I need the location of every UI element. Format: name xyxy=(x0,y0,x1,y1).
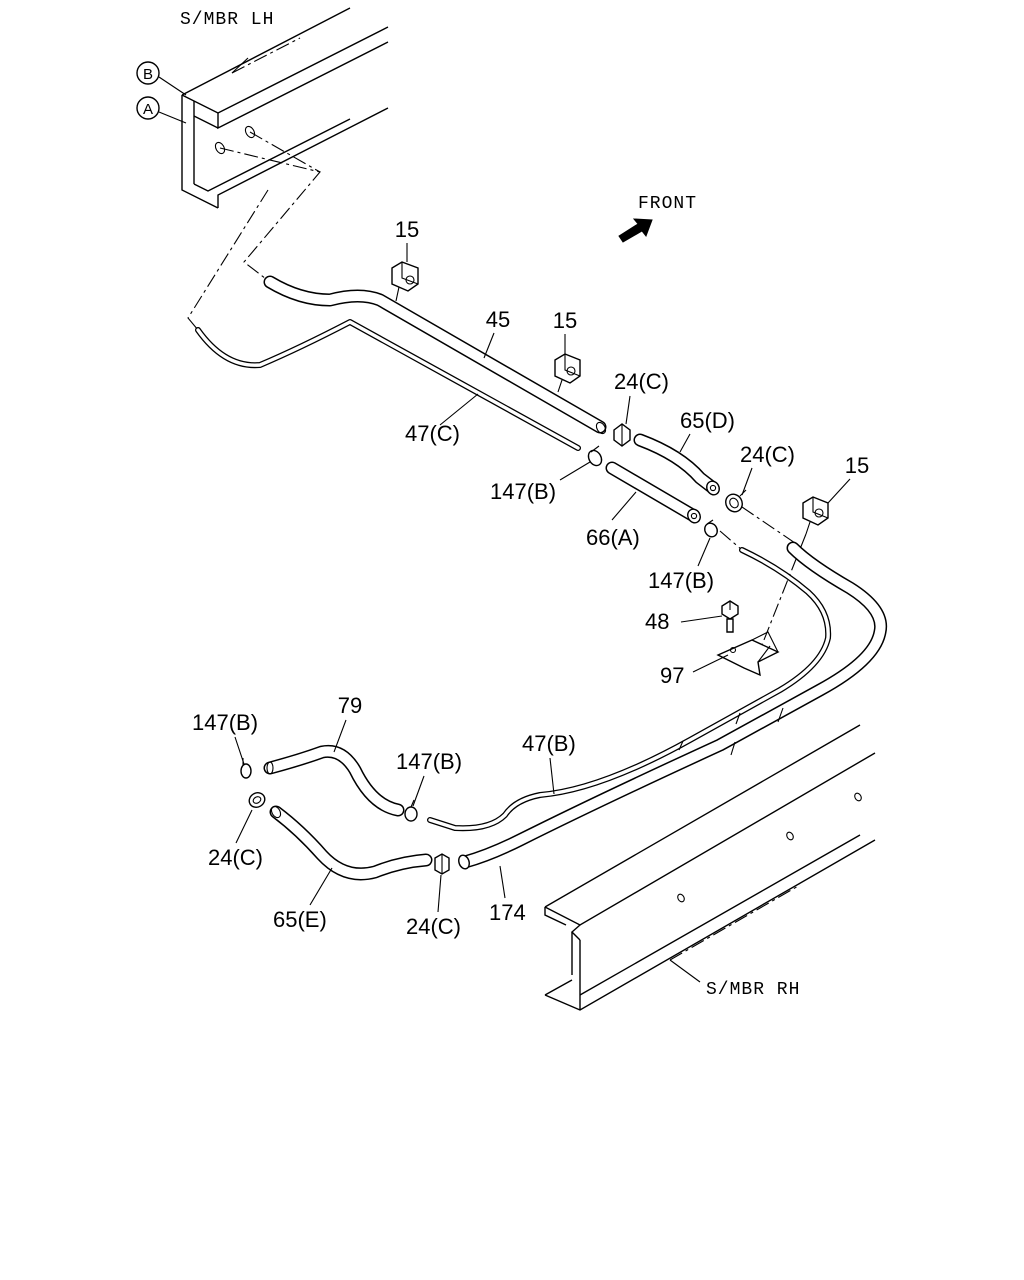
clamp-147b-a xyxy=(587,445,603,467)
svg-text:79: 79 xyxy=(338,693,362,718)
callout-147b-c: 147(B) xyxy=(192,710,258,765)
svg-text:97: 97 xyxy=(660,663,684,688)
svg-text:48: 48 xyxy=(645,609,669,634)
svg-text:24(C): 24(C) xyxy=(614,369,669,394)
front-label: FRONT xyxy=(638,194,697,214)
svg-text:47(C): 47(C) xyxy=(405,421,460,446)
svg-text:174: 174 xyxy=(489,900,526,925)
callout-47c: 47(C) xyxy=(405,393,479,446)
member-left-label: S/MBR LH xyxy=(180,10,274,30)
callout-47b: 47(B) xyxy=(522,731,576,795)
callout-65d: 65(D) xyxy=(679,408,735,453)
clip-15-a xyxy=(391,261,419,302)
callout-48: 48 xyxy=(645,609,723,634)
bracket-97 xyxy=(716,631,780,677)
svg-text:15: 15 xyxy=(395,217,419,242)
svg-text:65(D): 65(D) xyxy=(680,408,735,433)
routing-line-upper xyxy=(219,147,321,283)
svg-text:24(C): 24(C) xyxy=(406,914,461,939)
clip-15-b xyxy=(554,353,581,393)
callout-15-a: 15 xyxy=(395,217,419,262)
clamp-24c-c xyxy=(248,792,266,808)
callout-65e: 65(E) xyxy=(273,867,333,932)
svg-text:47(B): 47(B) xyxy=(522,731,576,756)
pipe-47b xyxy=(427,547,832,832)
svg-text:15: 15 xyxy=(845,453,869,478)
side-member-left xyxy=(181,7,389,209)
hose-66a xyxy=(605,461,701,524)
pipe-47c xyxy=(195,319,581,451)
front-arrow-icon xyxy=(618,218,653,243)
svg-text:147(B): 147(B) xyxy=(192,710,258,735)
callout-174: 174 xyxy=(489,865,526,925)
clamp-147b-d xyxy=(404,799,418,822)
svg-text:147(B): 147(B) xyxy=(648,568,714,593)
callout-66a: 66(A) xyxy=(586,491,640,550)
callout-97: 97 xyxy=(660,654,729,688)
callout-147b-a: 147(B) xyxy=(490,461,591,504)
clip-15-c xyxy=(802,496,829,535)
routing-line-lower xyxy=(187,189,269,331)
hose-65e xyxy=(269,805,433,881)
clamp-147b-b xyxy=(704,519,718,538)
callout-15-b: 15 xyxy=(553,308,577,354)
svg-text:B: B xyxy=(143,66,153,83)
reference-marker-b: B xyxy=(136,61,187,96)
front-direction: FRONT xyxy=(618,194,697,243)
hose-65d xyxy=(633,433,720,496)
clamp-24c-b xyxy=(725,489,747,513)
svg-text:A: A xyxy=(143,101,153,118)
reference-marker-a: A xyxy=(136,96,187,124)
svg-text:15: 15 xyxy=(553,308,577,333)
callout-45: 45 xyxy=(483,307,510,359)
callout-24c-d: 24(C) xyxy=(406,874,461,939)
svg-text:24(C): 24(C) xyxy=(208,845,263,870)
clamp-24c-a xyxy=(613,423,631,447)
clamp-24c-d xyxy=(434,853,450,875)
svg-text:147(B): 147(B) xyxy=(396,749,462,774)
callout-24c-c: 24(C) xyxy=(208,809,263,870)
callout-79: 79 xyxy=(333,693,362,753)
callout-24c-b: 24(C) xyxy=(740,442,795,496)
svg-text:147(B): 147(B) xyxy=(490,479,556,504)
svg-text:45: 45 xyxy=(486,307,510,332)
member-right-label: S/MBR RH xyxy=(706,980,800,1000)
hose-79 xyxy=(263,744,405,817)
bolt-48 xyxy=(721,600,739,633)
callout-24c-a: 24(C) xyxy=(614,369,669,425)
callout-147b-b: 147(B) xyxy=(648,537,714,593)
side-member-right xyxy=(544,724,876,1011)
callout-15-c: 15 xyxy=(827,453,869,504)
callout-147b-d: 147(B) xyxy=(396,749,462,807)
svg-text:65(E): 65(E) xyxy=(273,907,327,932)
hose-45 xyxy=(263,275,607,435)
hose-174 xyxy=(458,541,888,870)
svg-text:66(A): 66(A) xyxy=(586,525,640,550)
svg-text:24(C): 24(C) xyxy=(740,442,795,467)
